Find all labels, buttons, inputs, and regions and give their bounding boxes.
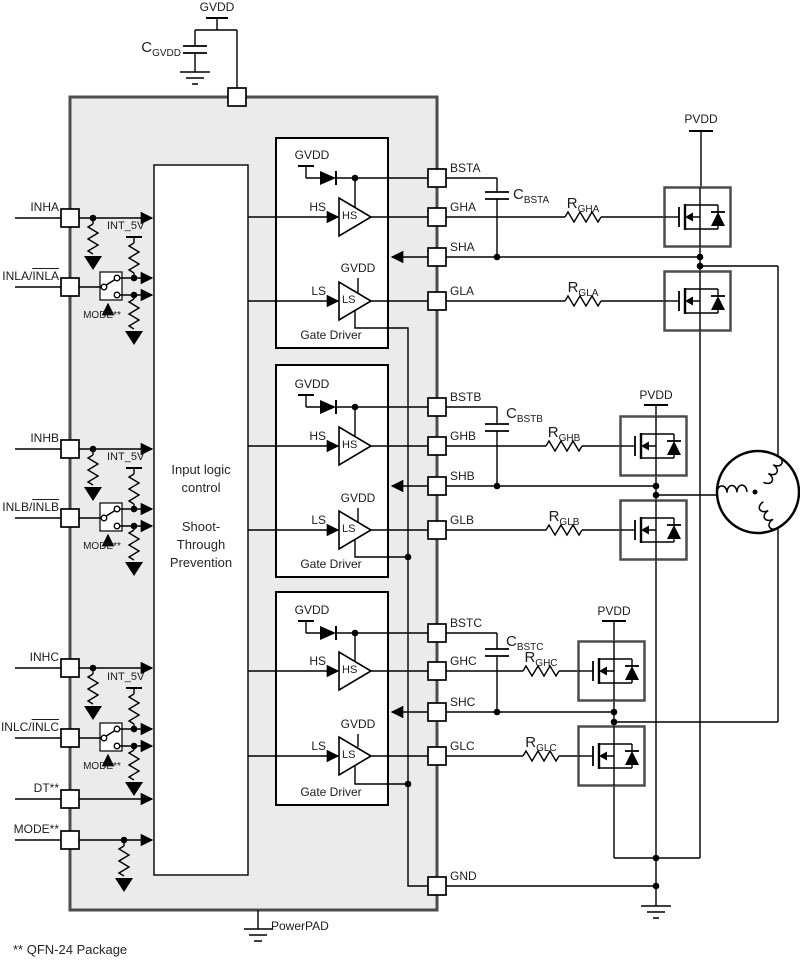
- pin-ghc: [427, 661, 447, 681]
- ls-buffer: [338, 280, 373, 322]
- gate-driver-box-a: [275, 137, 389, 349]
- pin-inlc: [60, 728, 80, 748]
- phase-b-external: [446, 404, 717, 858]
- pin-shb: [427, 476, 447, 496]
- ground-net: [244, 854, 700, 942]
- input-logic-block: [153, 164, 249, 876]
- mosfet-low-side-a: [663, 270, 732, 332]
- pin-sha: [427, 247, 447, 267]
- hs-buffer: [338, 425, 373, 467]
- cbstc-capacitor: [485, 648, 509, 657]
- hs-buffer: [338, 650, 373, 692]
- rglb-resistor: [446, 523, 620, 537]
- mosfet-low-side-c: [577, 725, 646, 787]
- cbstb-capacitor: [485, 423, 509, 432]
- pin-glb: [427, 520, 447, 540]
- gate-driver-box-b: [275, 364, 389, 578]
- bootstrap-diode-icon: [320, 171, 336, 185]
- signal-ground-icon: [115, 878, 133, 892]
- pin-dt: [60, 789, 80, 809]
- input-network-a: [15, 211, 154, 345]
- phase-c-external: [446, 528, 779, 858]
- gvdd-supply-circuit: [180, 17, 238, 88]
- ic-pins: [60, 87, 447, 896]
- signal-ground-icon: [84, 256, 102, 270]
- rgla-resistor: [446, 294, 664, 308]
- mosfet-high-side-b: [619, 415, 688, 477]
- mosfet-high-side-c: [577, 640, 646, 702]
- pin-bstc: [427, 623, 447, 643]
- pin-ghb: [427, 436, 447, 456]
- cbsta-capacitor: [485, 191, 509, 200]
- signal-ground-icon: [125, 331, 143, 345]
- ls-return-bus: [354, 311, 428, 887]
- three-phase-motor: [715, 449, 800, 535]
- gate-driver-b: [248, 394, 428, 561]
- pin-glc: [427, 746, 447, 766]
- rgha-resistor: [446, 210, 664, 224]
- cgvdd-capacitor: [183, 45, 207, 54]
- signal-ground-icon: [125, 782, 143, 796]
- pin-inlb: [60, 508, 80, 528]
- input-network-b: [15, 442, 154, 576]
- pin-inla: [60, 277, 80, 297]
- signal-ground-icon: [125, 562, 143, 576]
- gate-driver-c: [248, 620, 428, 788]
- signal-ground-icon: [84, 487, 102, 501]
- bootstrap-diode-icon: [320, 626, 336, 640]
- pin-bsta: [427, 168, 447, 188]
- bootstrap-diode-icon: [320, 400, 336, 414]
- ls-buffer: [338, 509, 373, 551]
- ls-buffer: [338, 735, 373, 777]
- pin-shc: [427, 702, 447, 722]
- rghc-resistor: [446, 664, 578, 678]
- pin-mode: [60, 830, 80, 850]
- pin-gla: [427, 291, 447, 311]
- phase-a-external: [446, 130, 779, 858]
- hs-buffer: [338, 196, 373, 238]
- rghb-resistor: [446, 439, 620, 453]
- mosfet-high-side-a: [663, 186, 732, 248]
- powerpad-ground-icon: [244, 928, 272, 942]
- earth-ground-icon: [641, 905, 671, 919]
- input-network-c: [15, 661, 154, 892]
- signal-ground-icon: [84, 706, 102, 720]
- gate-driver-a: [248, 165, 428, 887]
- ic-package-body: [68, 95, 439, 912]
- gate-driver-box-c: [275, 591, 389, 806]
- pin-inha: [60, 208, 80, 228]
- pin-gha: [427, 207, 447, 227]
- earth-ground-icon: [180, 71, 210, 85]
- pin-inhb: [60, 439, 80, 459]
- mosfet-low-side-b: [619, 499, 688, 561]
- pin-bstb: [427, 397, 447, 417]
- pin-gnd: [427, 876, 447, 896]
- pin-inhc: [60, 658, 80, 678]
- pin-gvdd: [227, 87, 247, 107]
- rglc-resistor: [446, 749, 578, 763]
